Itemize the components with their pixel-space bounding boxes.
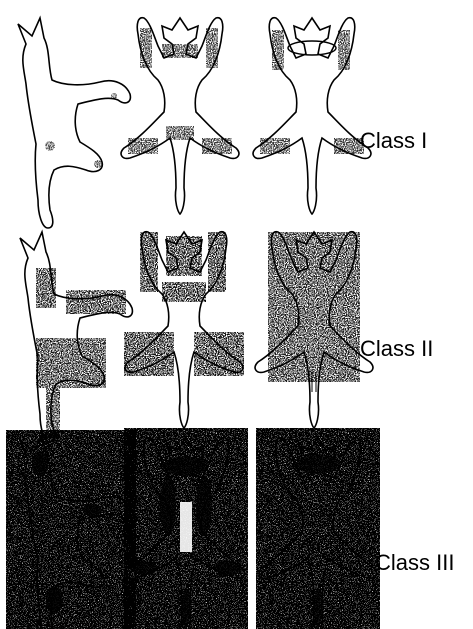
class-3-side-view — [6, 430, 136, 629]
class-2-dorsal-view — [255, 232, 373, 428]
class-3-label: Class III — [375, 550, 454, 576]
class-2-row — [20, 232, 373, 442]
class-3-dorsal-view — [256, 428, 380, 629]
class-1-ventral-view — [121, 18, 239, 214]
class-2-ventral-view — [124, 232, 244, 428]
class-3-ventral-view — [124, 428, 248, 629]
class-1-row — [18, 18, 371, 228]
class-3-row — [6, 428, 380, 629]
class-1-dorsal-view — [253, 18, 371, 214]
class-2-side-view — [20, 232, 132, 442]
class-2-label: Class II — [360, 336, 433, 362]
class-1-side-view — [18, 18, 130, 228]
class-1-label: Class I — [360, 128, 427, 154]
